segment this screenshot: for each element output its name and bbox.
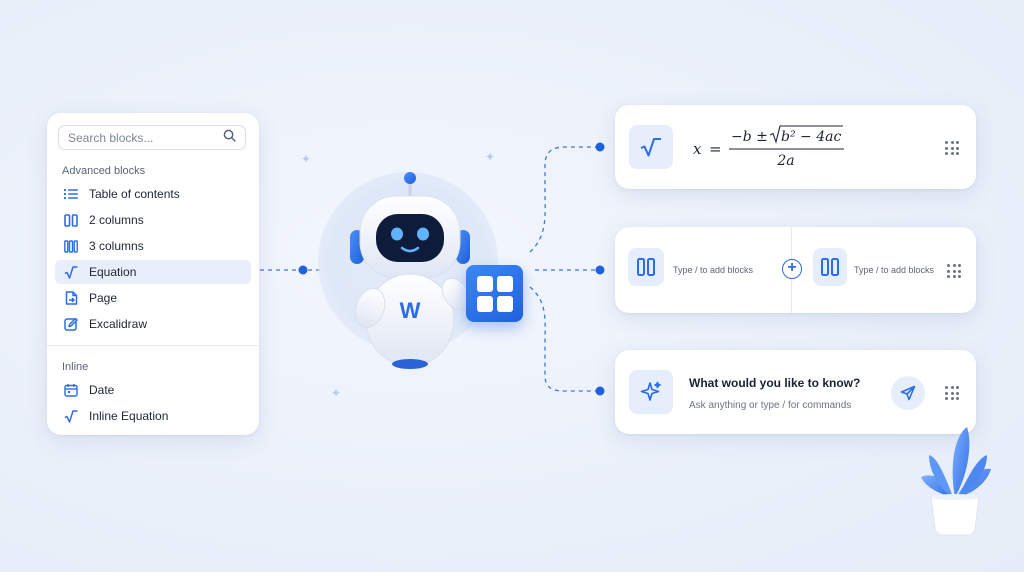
svg-text:b² − 4ac: b² − 4ac: [781, 129, 841, 145]
svg-text:=: =: [709, 140, 722, 158]
svg-text:x: x: [693, 140, 702, 158]
divider: [47, 345, 259, 346]
menu-item-table-of-contents[interactable]: Table of contents: [55, 182, 251, 206]
left-column-hint[interactable]: Type / to add blocks: [673, 265, 754, 275]
section-label-inline: Inline: [62, 361, 89, 373]
two-columns-icon: [637, 258, 655, 276]
search-box[interactable]: [58, 125, 246, 150]
square-root-icon-box: [629, 125, 673, 169]
grid-cell: [496, 275, 513, 292]
square-root-icon: [640, 138, 661, 157]
right-column-hint[interactable]: Type / to add blocks: [854, 265, 935, 275]
drag-handle-icon[interactable]: [945, 386, 959, 400]
menu-item-label: Inline Equation: [89, 409, 169, 423]
square-root-icon: [63, 264, 79, 280]
menu-item-label: Equation: [89, 265, 137, 279]
menu-item-label: Page: [89, 291, 118, 305]
search-icon[interactable]: [223, 129, 236, 147]
menu-item-label: Excalidraw: [89, 317, 148, 331]
menu-item-date[interactable]: Date: [55, 378, 251, 402]
columns-block-card[interactable]: Type / to add blocks + Type / to add blo…: [615, 227, 976, 313]
quadratic-formula: x = −b ± b² − 4ac 2a: [693, 125, 844, 169]
column-icon-box: [813, 248, 847, 286]
send-icon: [900, 385, 916, 401]
potted-plant-illustration: [921, 427, 991, 536]
menu-item-label: 2 columns: [89, 213, 144, 227]
menu-item-label: Date: [89, 383, 115, 397]
drag-handle-icon[interactable]: [945, 141, 959, 155]
svg-text:2a: 2a: [776, 153, 794, 169]
equation-block-card[interactable]: x = −b ± b² − 4ac 2a: [615, 105, 976, 189]
search-input[interactable]: [68, 130, 223, 145]
square-root-icon: [63, 408, 79, 424]
menu-item-2-columns[interactable]: 2 columns: [55, 208, 251, 232]
send-button[interactable]: [891, 376, 925, 410]
menu-item-equation[interactable]: Equation: [55, 260, 251, 284]
menu-item-excalidraw[interactable]: Excalidraw: [55, 312, 251, 336]
blocks-grid-tile[interactable]: [466, 265, 523, 322]
two-columns-icon: [821, 258, 839, 276]
robot-mascot: W: [350, 172, 471, 369]
drag-handle-icon[interactable]: [947, 264, 961, 278]
sparkle-icon: ✦: [331, 386, 342, 400]
pen-square-icon: [63, 316, 79, 332]
grid-cell: [476, 295, 493, 312]
menu-item-page[interactable]: Page: [55, 286, 251, 310]
ai-prompt-title: What would you like to know?: [689, 376, 861, 390]
menu-item-label: 3 columns: [89, 239, 144, 253]
ai-prompt-input[interactable]: Ask anything or type / for commands: [689, 400, 852, 411]
grid-cell: [476, 275, 493, 292]
ai-prompt-card[interactable]: What would you like to know? Ask anythin…: [615, 350, 976, 434]
block-picker-panel: Advanced blocks Table of contents 2 colu…: [47, 113, 259, 435]
sparkle-icon: ✦: [485, 150, 496, 164]
column-icon-box: [628, 248, 664, 286]
sparkle-icon-box: [629, 370, 673, 414]
menu-item-inline-equation[interactable]: Inline Equation: [55, 404, 251, 428]
add-column-button[interactable]: +: [782, 259, 802, 279]
ai-sparkle-icon: [640, 381, 661, 401]
grid-cell: [496, 295, 513, 312]
two-columns-icon: [63, 212, 79, 228]
calendar-icon: [63, 382, 79, 398]
section-label-advanced: Advanced blocks: [62, 165, 146, 177]
sparkle-icon: ✦: [301, 152, 312, 166]
menu-item-3-columns[interactable]: 3 columns: [55, 234, 251, 258]
robot-chest-letter: W: [400, 298, 421, 323]
page-icon: [63, 290, 79, 306]
menu-item-label: Table of contents: [89, 187, 180, 201]
list-icon: [63, 186, 79, 202]
svg-text:−b ±: −b ±: [731, 129, 772, 145]
three-columns-icon: [63, 238, 79, 254]
